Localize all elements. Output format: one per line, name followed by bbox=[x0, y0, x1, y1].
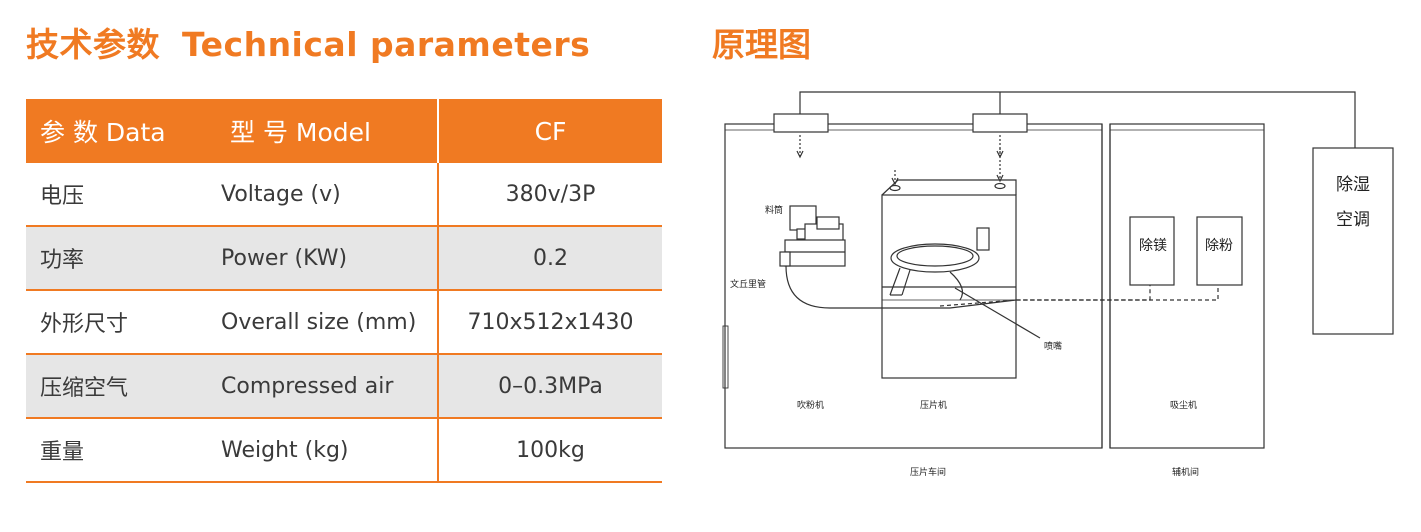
depowder-unit bbox=[1196, 216, 1243, 286]
header-param: 参 数 Data bbox=[26, 99, 216, 163]
demagnetize-unit bbox=[1129, 216, 1175, 286]
label-press: 压片机 bbox=[920, 399, 947, 411]
section-title-diagram: 原理图 bbox=[712, 25, 811, 64]
table-row: 外形尺寸 Overall size (mm) 710x512x1430 bbox=[26, 290, 662, 355]
param-value: 0–0.3MPa bbox=[437, 354, 662, 419]
param-en: Weight (kg) bbox=[216, 418, 438, 483]
label-dehumid-2: 空调 bbox=[1336, 210, 1370, 230]
parameters-table: 参 数 Data 型 号 Model CF 电压 Voltage (v) 380… bbox=[26, 99, 662, 483]
header-model: 型 号 Model bbox=[216, 99, 438, 163]
param-en: Power (KW) bbox=[216, 226, 438, 291]
label-press-room: 压片车间 bbox=[910, 466, 946, 478]
dehumidifier-unit bbox=[1312, 147, 1394, 335]
param-cn: 压缩空气 bbox=[26, 354, 216, 419]
param-en: Compressed air bbox=[216, 354, 438, 419]
label-venturi: 文丘里管 bbox=[730, 278, 766, 290]
title-cn: 技术参数 bbox=[26, 25, 160, 64]
header-value: CF bbox=[437, 99, 662, 163]
title-en: Technical parameters bbox=[182, 25, 591, 64]
label-blower: 吹粉机 bbox=[797, 399, 824, 411]
param-value: 380v/3P bbox=[437, 163, 662, 227]
param-value: 0.2 bbox=[437, 226, 662, 291]
table-row: 压缩空气 Compressed air 0–0.3MPa bbox=[26, 354, 662, 419]
schematic-diagram: 料筒 文丘里管 喷嘴 吹粉机 压片机 吸尘机 压片车间 辅机间 除镁 除粉 除湿… bbox=[722, 91, 1394, 478]
table-header-row: 参 数 Data 型 号 Model CF bbox=[26, 99, 662, 163]
hopper bbox=[789, 205, 817, 231]
label-depowder: 除粉 bbox=[1205, 238, 1233, 254]
label-aux-room: 辅机间 bbox=[1172, 466, 1199, 478]
table-row: 功率 Power (KW) 0.2 bbox=[26, 226, 662, 291]
label-hopper: 料筒 bbox=[765, 204, 783, 216]
param-cn: 电压 bbox=[26, 163, 216, 227]
param-cn: 外形尺寸 bbox=[26, 290, 216, 355]
section-title-technical-parameters: 技术参数 Technical parameters bbox=[26, 18, 590, 66]
turntable bbox=[890, 243, 980, 273]
param-value: 710x512x1430 bbox=[437, 290, 662, 355]
label-nozzle: 喷嘴 bbox=[1044, 341, 1062, 352]
param-value: 100kg bbox=[437, 418, 662, 483]
aux-room-outline bbox=[1109, 123, 1265, 449]
param-en: Voltage (v) bbox=[216, 163, 438, 227]
param-cn: 功率 bbox=[26, 226, 216, 291]
diffuser-left bbox=[773, 113, 829, 133]
label-dehumid-1: 除湿 bbox=[1336, 175, 1370, 195]
diffuser-right bbox=[972, 113, 1028, 133]
supply-duct bbox=[799, 91, 1356, 148]
param-en: Overall size (mm) bbox=[216, 290, 438, 355]
label-dust-collector: 吸尘机 bbox=[1170, 399, 1197, 411]
param-cn: 重量 bbox=[26, 418, 216, 483]
label-demagnetize: 除镁 bbox=[1139, 238, 1167, 254]
table-row: 电压 Voltage (v) 380v/3P bbox=[26, 163, 662, 227]
table-row: 重量 Weight (kg) 100kg bbox=[26, 418, 662, 483]
